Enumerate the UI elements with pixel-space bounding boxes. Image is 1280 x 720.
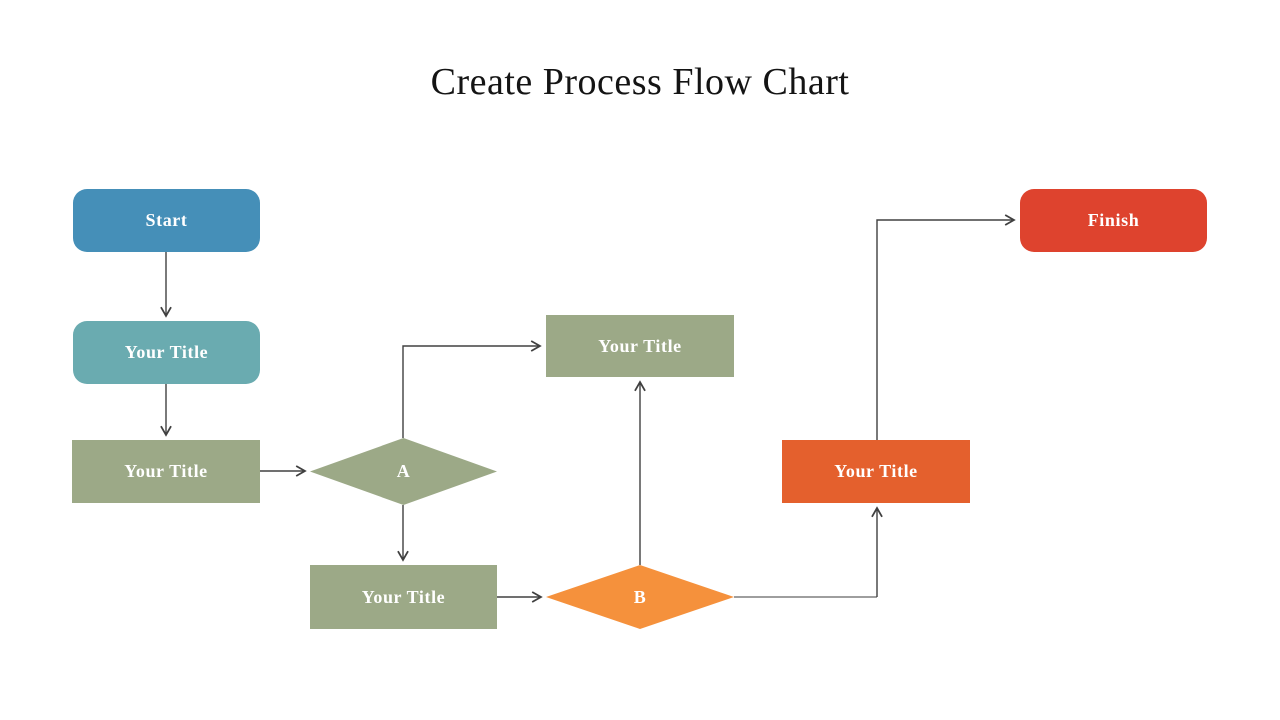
node-step3: Your Title [782,440,970,503]
node-branch-bottom: Your Title [310,565,497,629]
connector-decision-a-branch-top [402,340,542,438]
node-branch-bottom-label: Your Title [361,586,446,607]
page-title: Create Process Flow Chart [430,61,850,103]
node-finish-label: Finish [1087,210,1140,230]
node-step2: Your Title [72,440,260,503]
node-decision-a-label: A [396,461,411,481]
node-step1-label: Your Title [124,342,209,362]
node-branch-top-label: Your Title [598,335,682,356]
node-start: Start [73,189,260,252]
node-finish: Finish [1020,189,1207,252]
node-decision-b-label: B [633,586,647,607]
node-step3-label: Your Title [834,461,918,481]
connector-step3-finish [876,214,1016,440]
node-step1: Your Title [73,321,260,384]
node-branch-top: Your Title [546,315,734,377]
node-step2-label: Your Title [124,461,208,481]
node-start-label: Start [145,210,188,230]
